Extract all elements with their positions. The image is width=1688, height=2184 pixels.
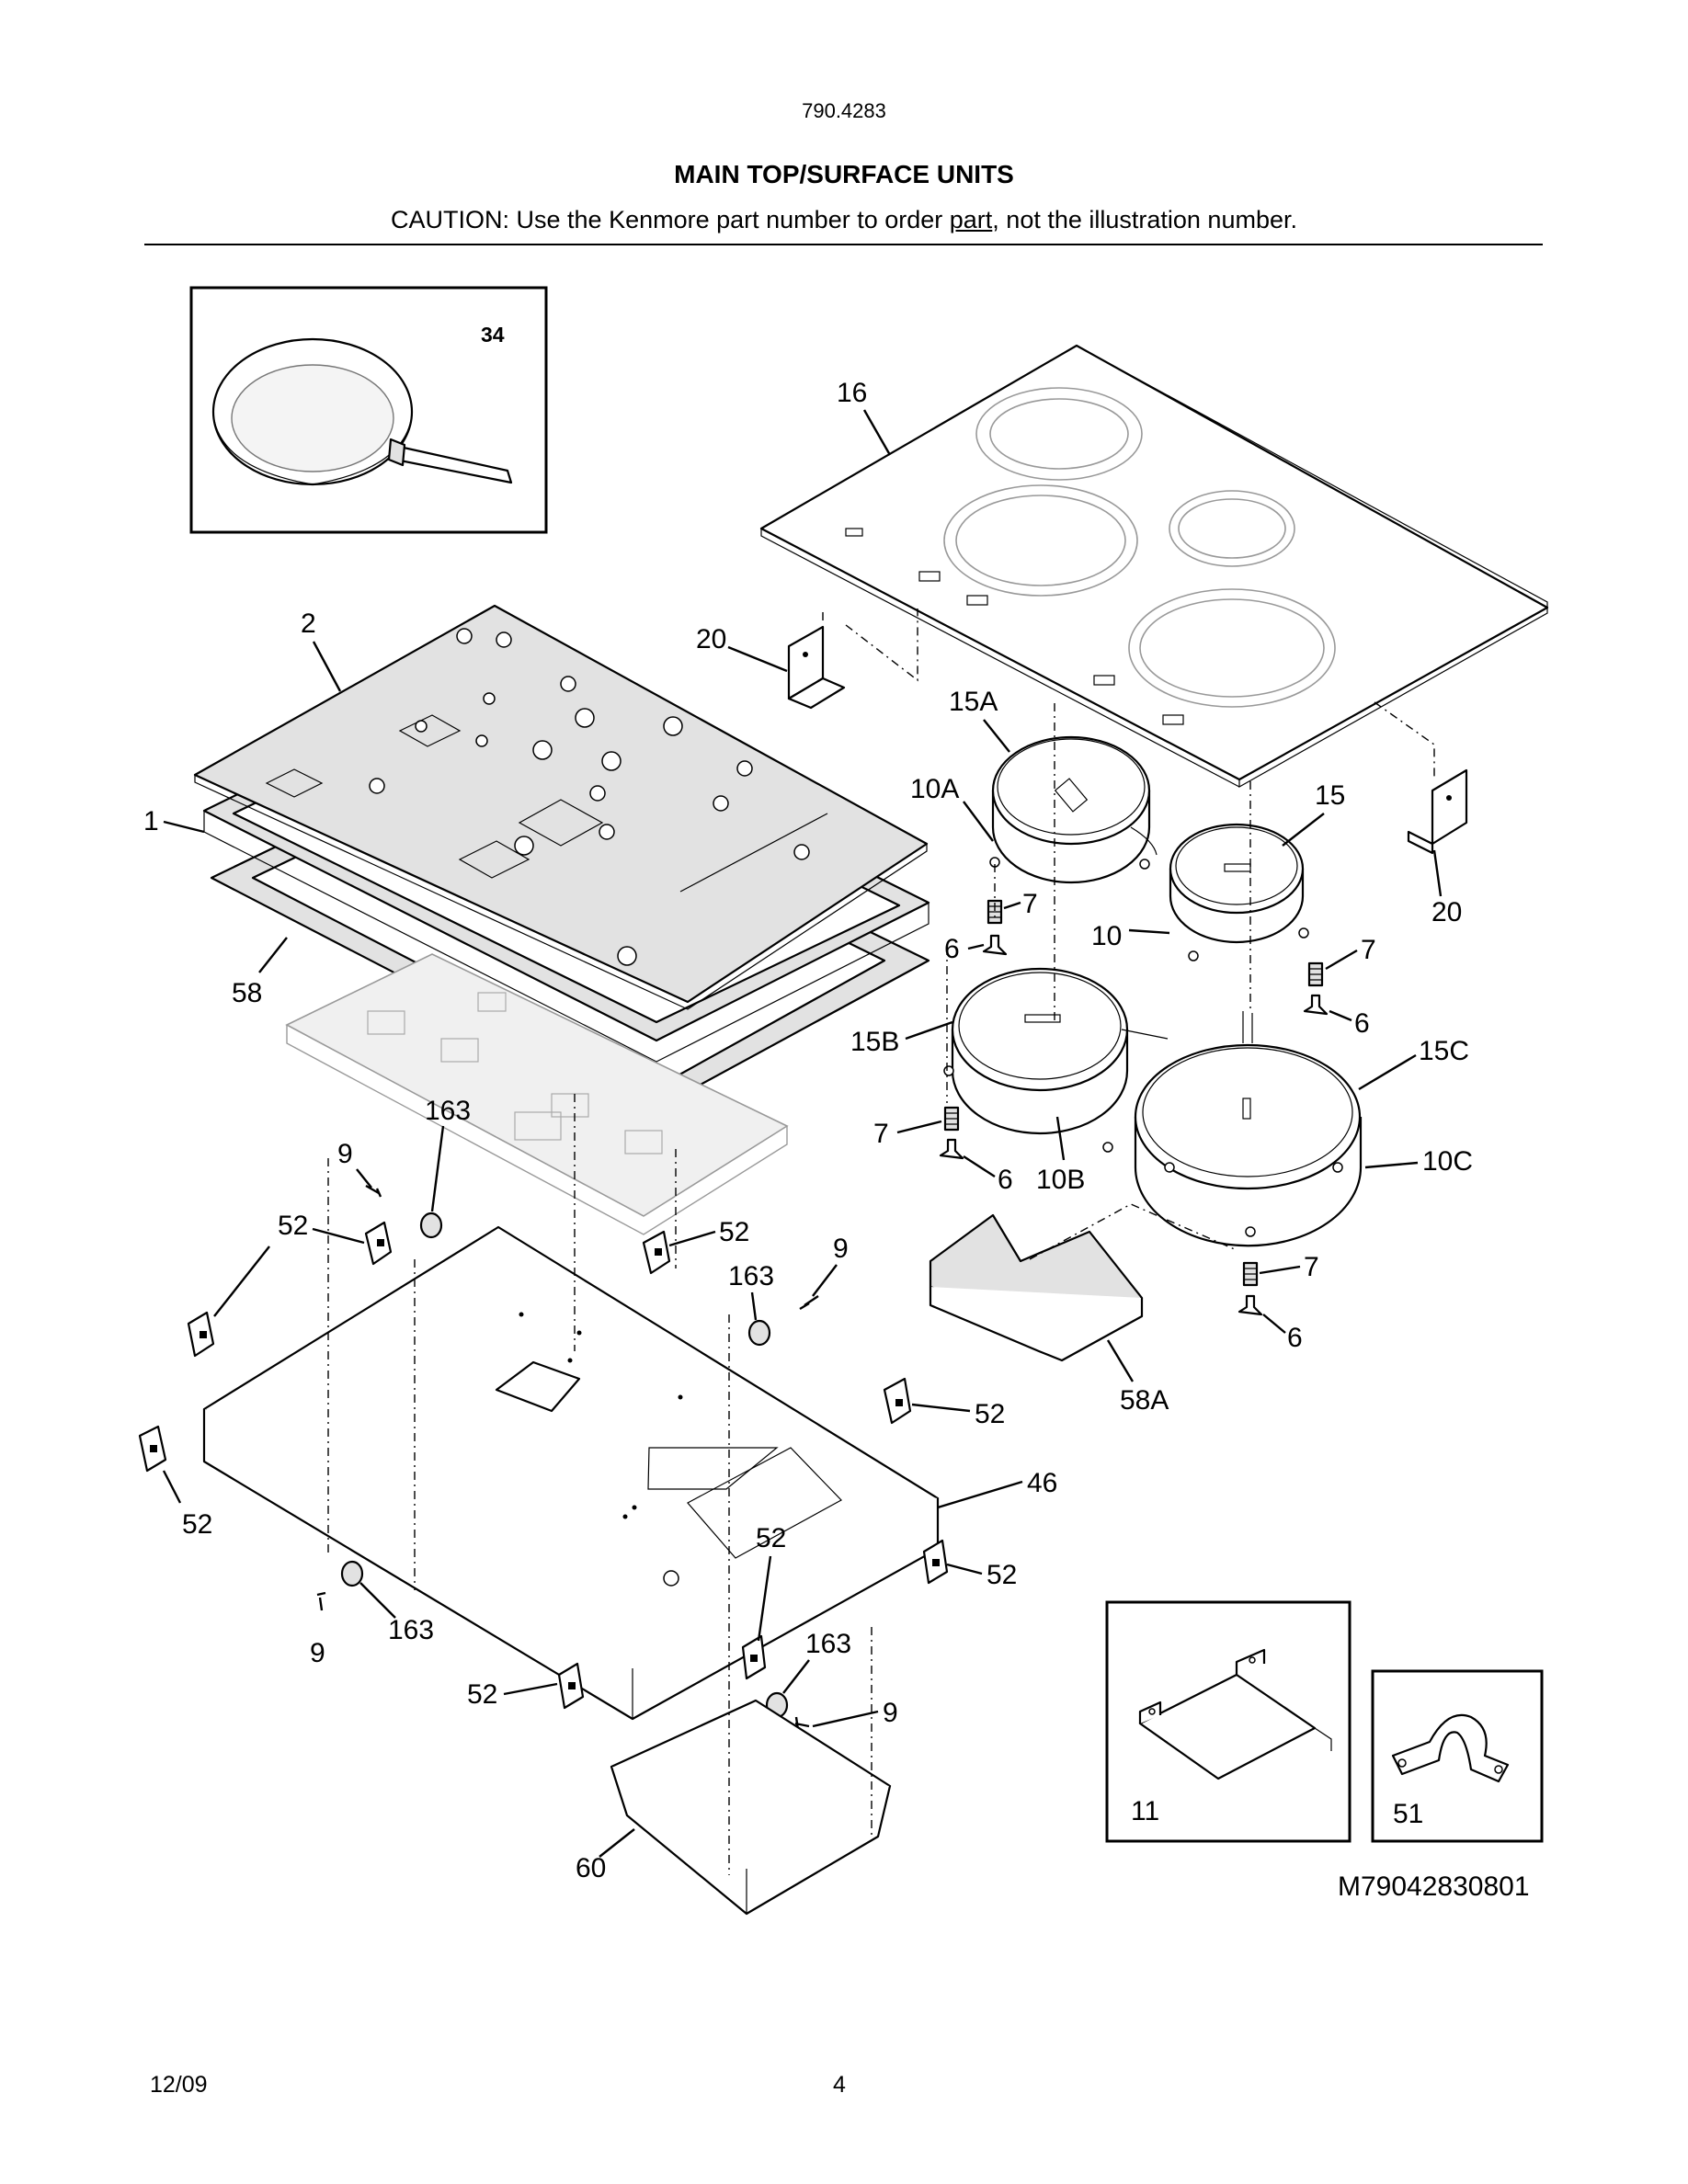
mounting-bracket-icon <box>1138 1648 1332 1780</box>
spring-7c <box>943 1106 960 1132</box>
callout-15B: 15B <box>850 1027 899 1057</box>
control-board <box>285 953 789 1235</box>
inset-pan: 34 <box>189 286 548 534</box>
callout-15: 15 <box>1315 780 1345 811</box>
foot-163c <box>340 1560 364 1587</box>
drawing-id: M79042830801 <box>1338 1871 1530 1902</box>
top-plate-2 <box>193 604 929 1010</box>
callout-10: 10 <box>1091 921 1122 951</box>
spring-7d <box>1242 1261 1259 1287</box>
callout-58: 58 <box>232 978 262 1008</box>
inset-clamp-label: 51 <box>1393 1799 1423 1829</box>
callout-52c: 52 <box>975 1399 1005 1429</box>
clip-52f <box>922 1539 949 1585</box>
callout-60: 60 <box>576 1853 606 1883</box>
inset-pan-label: 34 <box>481 323 505 347</box>
screw-9a <box>365 1184 382 1198</box>
callout-15C: 15C <box>1419 1036 1469 1066</box>
glass-cooktop <box>759 344 1549 789</box>
callout-2: 2 <box>301 609 316 639</box>
callout-10A: 10A <box>910 774 959 804</box>
inset-bracket-frame <box>1105 1600 1352 1843</box>
caution-text-end: , not the illustration number. <box>992 206 1297 233</box>
callout-20-left: 20 <box>696 624 726 654</box>
callout-7d: 7 <box>1304 1252 1319 1282</box>
callout-6d: 6 <box>1287 1323 1303 1353</box>
bracket-20-left <box>787 625 846 710</box>
frying-pan-icon <box>211 337 513 486</box>
callout-6b: 6 <box>1354 1008 1370 1039</box>
callout-9b: 9 <box>833 1234 849 1264</box>
inset-bracket-label: 11 <box>1131 1796 1159 1826</box>
screw-9c <box>316 1591 326 1611</box>
callout-52d: 52 <box>182 1509 212 1540</box>
callout-15A: 15A <box>949 687 998 717</box>
spring-7b <box>1307 961 1324 987</box>
foot-163a <box>419 1211 443 1239</box>
screw-6b <box>1303 994 1329 1016</box>
callout-52g: 52 <box>467 1679 497 1710</box>
inset-clamp-frame <box>1371 1669 1544 1843</box>
pipe-clamp-icon <box>1391 1713 1510 1783</box>
callout-9d: 9 <box>883 1698 898 1728</box>
callout-7b: 7 <box>1361 935 1376 965</box>
callout-6c: 6 <box>998 1165 1013 1195</box>
screw-6d <box>1237 1294 1263 1316</box>
page-number: 4 <box>833 2072 846 2098</box>
inset-bracket: 11 <box>1105 1600 1352 1843</box>
bracket-20-right <box>1407 768 1468 855</box>
callout-52b: 52 <box>719 1217 749 1247</box>
clip-52g <box>741 1634 767 1680</box>
clip-52h <box>557 1662 585 1710</box>
footer-date: 12/09 <box>150 2072 208 2098</box>
callout-163b: 163 <box>728 1261 774 1291</box>
callout-163d: 163 <box>805 1629 851 1659</box>
model-number: 790.4283 <box>802 99 886 122</box>
clip-52d <box>883 1377 912 1425</box>
caution-text-start: CAUTION: Use the Kenmore part number to … <box>391 206 950 233</box>
callout-16: 16 <box>837 378 867 408</box>
callout-6a: 6 <box>944 934 960 964</box>
caution-underlined-word: part <box>949 206 993 233</box>
assembly-guide-lines <box>327 703 1251 1875</box>
callout-163c: 163 <box>388 1615 434 1645</box>
header-rule <box>144 244 1543 245</box>
tray-60 <box>610 1699 892 1916</box>
foot-163b <box>747 1319 771 1347</box>
callout-46: 46 <box>1027 1468 1057 1498</box>
callout-9c: 9 <box>310 1638 325 1668</box>
callout-58A: 58A <box>1120 1385 1169 1416</box>
clip-52c <box>642 1230 671 1275</box>
element-15 <box>1169 823 1309 961</box>
element-15A <box>989 735 1158 884</box>
screw-6c <box>939 1138 964 1160</box>
inset-clamp: 51 <box>1371 1669 1544 1843</box>
callout-163a: 163 <box>425 1096 471 1126</box>
caution-note: CAUTION: Use the Kenmore part number to … <box>0 206 1688 234</box>
screw-6a <box>982 934 1008 956</box>
insulation-58A <box>929 1213 1144 1362</box>
callout-7a: 7 <box>1022 889 1038 919</box>
callout-1: 1 <box>143 806 159 836</box>
callout-10C: 10C <box>1422 1146 1473 1177</box>
clip-52e <box>138 1425 167 1473</box>
inset-pan-frame <box>189 286 548 534</box>
screw-9b <box>799 1295 819 1311</box>
element-15C <box>1134 1011 1363 1247</box>
clip-52a <box>364 1221 393 1266</box>
callout-20-right: 20 <box>1431 897 1462 927</box>
callout-9a: 9 <box>337 1139 353 1169</box>
callout-52a: 52 <box>278 1211 308 1241</box>
callout-7c: 7 <box>873 1119 889 1149</box>
callout-52e: 52 <box>987 1560 1017 1590</box>
element-15B <box>943 967 1169 1153</box>
page-title: MAIN TOP/SURFACE UNITS <box>674 160 1014 188</box>
callout-10B: 10B <box>1036 1165 1085 1195</box>
callout-52f: 52 <box>756 1523 786 1553</box>
clip-52b <box>187 1311 215 1358</box>
